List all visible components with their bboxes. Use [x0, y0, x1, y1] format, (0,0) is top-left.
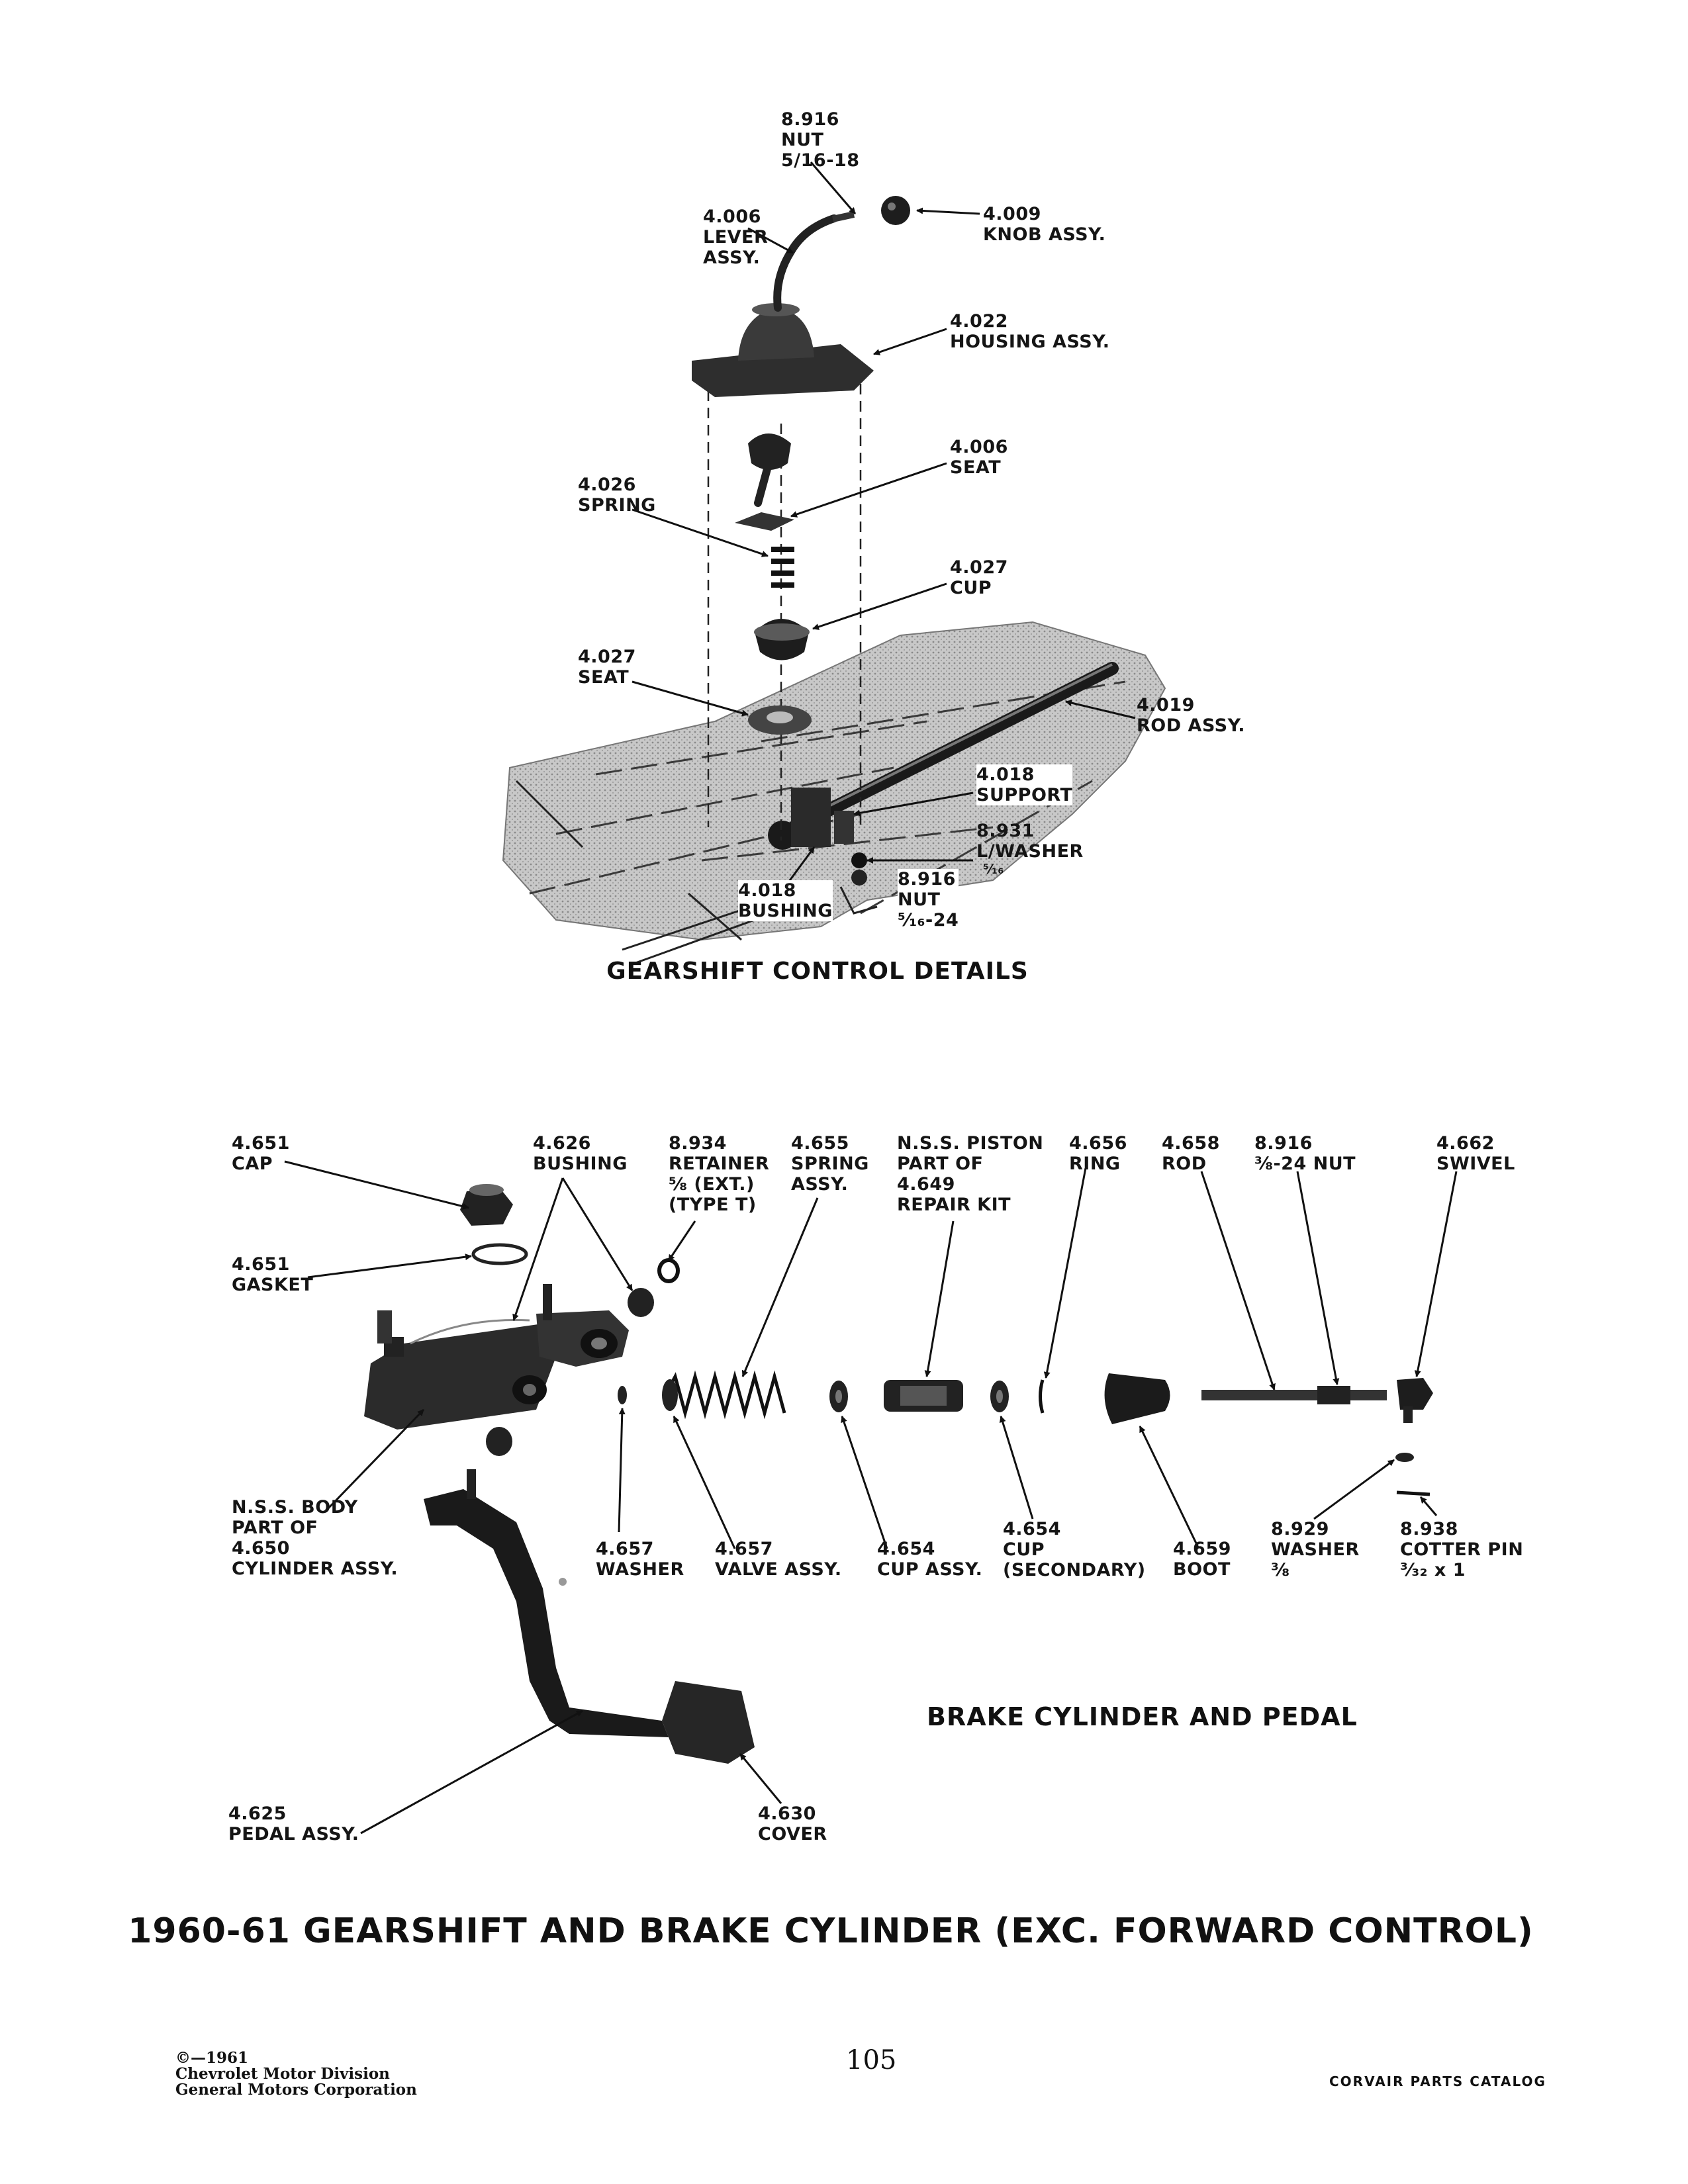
- callout-piston: N.S.S. PISTON PART OF 4.649 REPAIR KIT: [897, 1133, 1044, 1215]
- callout-nut-bottom: 8.916 NUT ⁵⁄₁₆-24: [898, 869, 959, 931]
- callout-bushing-brake: 4.626 BUSHING: [533, 1133, 628, 1174]
- callout-ring: 4.656 RING: [1069, 1133, 1127, 1174]
- callout-rod: 4.019 ROD ASSY.: [1137, 695, 1245, 736]
- callout-washer: 4.657 WASHER: [596, 1539, 684, 1580]
- callout-valve: 4.657 VALVE ASSY.: [715, 1539, 842, 1580]
- catalog-name: CORVAIR PARTS CATALOG: [1329, 2073, 1546, 2089]
- callout-cover: 4.630 COVER: [758, 1803, 827, 1844]
- callout-cup-secondary: 4.654 CUP (SECONDARY): [1003, 1519, 1146, 1580]
- callout-boot: 4.659 BOOT: [1173, 1539, 1231, 1580]
- callout-lever: 4.006 LEVER ASSY.: [703, 206, 769, 268]
- callout-washer2: 8.929 WASHER ⅜: [1271, 1519, 1360, 1580]
- callout-cup: 4.027 CUP: [950, 557, 1008, 598]
- gearshift-drawing: [502, 196, 1166, 964]
- callout-housing: 4.022 HOUSING ASSY.: [950, 311, 1110, 352]
- callout-support: 4.018 SUPPORT: [976, 764, 1073, 805]
- callout-cotter: 8.938 COTTER PIN ³⁄₃₂ x 1: [1400, 1519, 1524, 1580]
- callout-pedal: 4.625 PEDAL ASSY.: [228, 1803, 359, 1844]
- floor-pan: [502, 621, 1166, 941]
- callout-gasket: 4.651 GASKET: [232, 1254, 314, 1295]
- callout-seat-lower: 4.027 SEAT: [578, 647, 636, 688]
- callout-seat-upper: 4.006 SEAT: [950, 437, 1008, 478]
- callout-bushing: 4.018 BUSHING: [738, 880, 833, 921]
- callout-rod-brake: 4.658 ROD: [1162, 1133, 1220, 1174]
- copyright-block: ©—1961 Chevrolet Motor Division General …: [175, 2049, 417, 2099]
- callout-retainer: 8.934 RETAINER ⅝ (EXT.) (TYPE T): [669, 1133, 770, 1215]
- callout-nut-brake: 8.916 ⅜-24 NUT: [1254, 1133, 1356, 1174]
- callout-spring: 4.026 SPRING: [578, 475, 656, 516]
- callout-lwasher: 8.931 L/WASHER ⁵⁄₁₆: [976, 821, 1084, 877]
- callout-knob: 4.009 KNOB ASSY.: [983, 204, 1106, 245]
- brake-drawing: [364, 1184, 1433, 1764]
- callout-cup-assy: 4.654 CUP ASSY.: [877, 1539, 983, 1580]
- callout-spring-brake: 4.655 SPRING ASSY.: [791, 1133, 869, 1195]
- page-title: 1960-61 GEARSHIFT AND BRAKE CYLINDER (EX…: [128, 1911, 1534, 1951]
- callout-body: N.S.S. BODY PART OF 4.650 CYLINDER ASSY.: [232, 1497, 399, 1579]
- callout-cap: 4.651 CAP: [232, 1133, 290, 1174]
- page-number: 105: [846, 2045, 897, 2075]
- brake-caption: BRAKE CYLINDER AND PEDAL: [927, 1702, 1358, 1731]
- gearshift-caption: GEARSHIFT CONTROL DETAILS: [606, 958, 1029, 985]
- callout-nut-top: 8.916 NUT 5/16-18: [781, 109, 860, 171]
- callout-swivel: 4.662 SWIVEL: [1436, 1133, 1515, 1174]
